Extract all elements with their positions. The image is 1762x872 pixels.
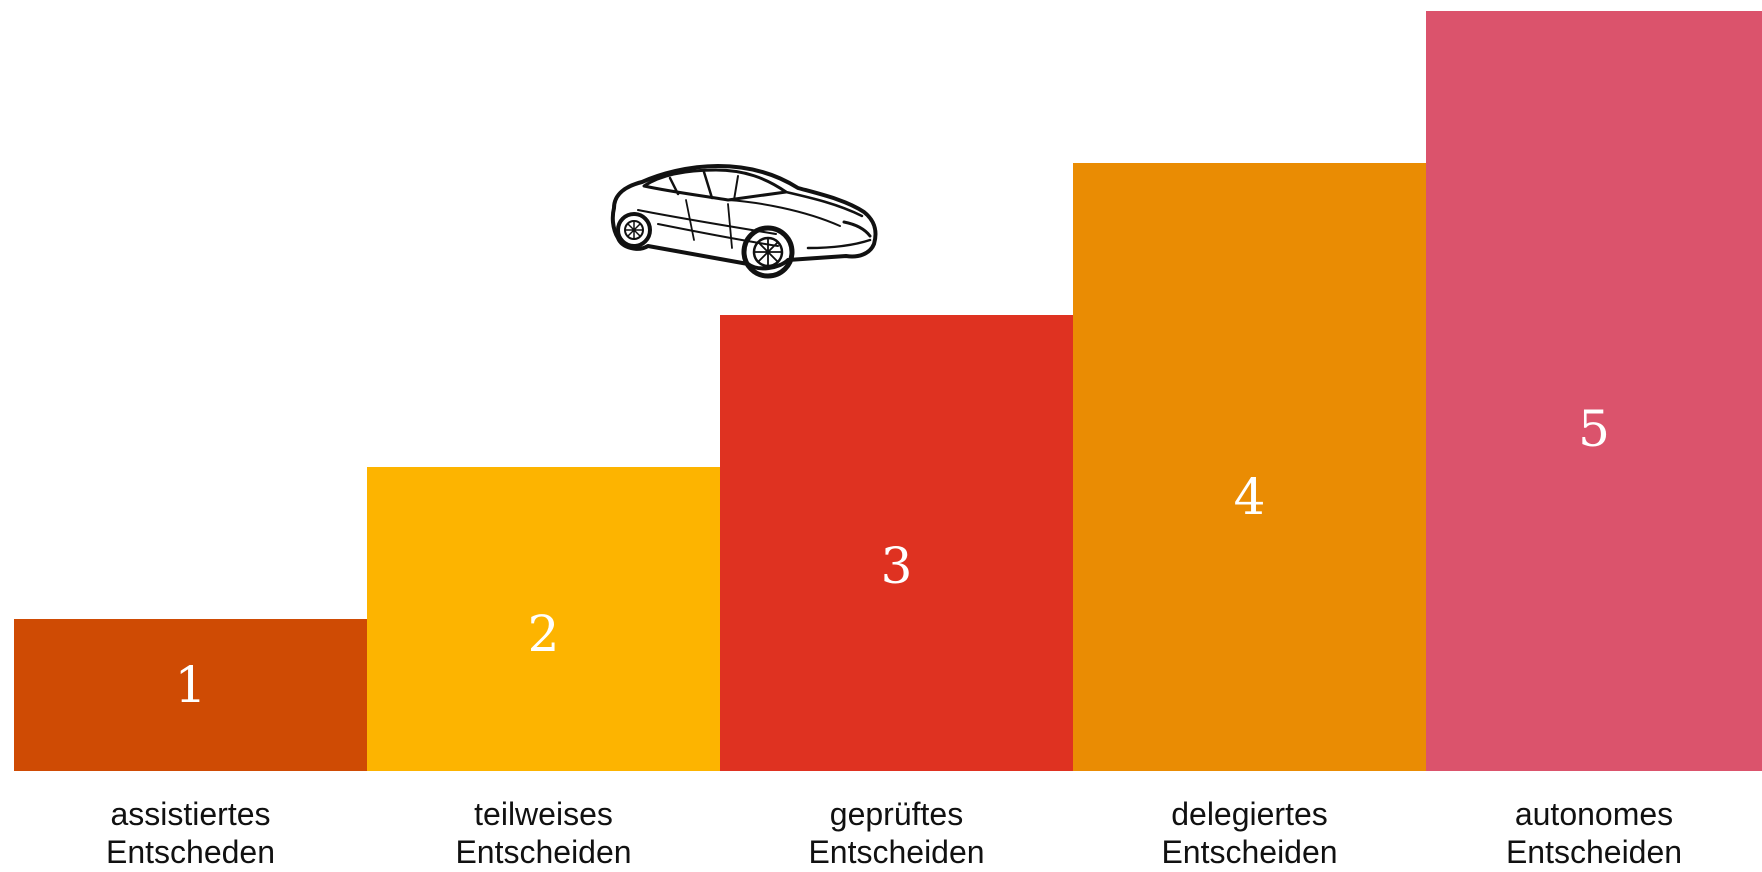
step-label-3-line2: Entscheiden: [808, 834, 985, 870]
step-block-1: 1: [14, 619, 367, 771]
step-block-2: 2: [367, 467, 720, 771]
step-number-4: 4: [1233, 468, 1266, 527]
step-label-2: teilweises Entscheiden: [394, 795, 694, 871]
step-number-5: 5: [1578, 400, 1610, 458]
step-label-2-line1: teilweises: [474, 796, 613, 832]
step-label-5-line2: Entscheiden: [1505, 834, 1683, 870]
step-number-1: 1: [174, 656, 207, 715]
step-label-3-line1: geprüftes: [829, 796, 964, 832]
step-label-4-line1: delegiertes: [1171, 796, 1328, 832]
step-label-1-line2: Entscheden: [105, 834, 275, 870]
step-label-5-line1: autonomes: [1514, 796, 1674, 832]
step-label-2-line2: Entscheiden: [455, 834, 632, 870]
step-label-3: geprüftes Entscheiden: [747, 795, 1047, 871]
step-block-5: 5: [1426, 11, 1762, 771]
car-icon: [610, 164, 878, 279]
step-label-4: delegiertes Entscheiden: [1100, 795, 1400, 871]
step-block-3: 3: [720, 315, 1073, 771]
step-label-1: assistiertes Entscheden: [41, 795, 341, 871]
step-label-5: autonomes Entscheiden: [1444, 795, 1744, 871]
step-block-4: 4: [1073, 163, 1426, 771]
step-label-1-line1: assistiertes: [110, 796, 271, 832]
step-number-2: 2: [527, 605, 560, 664]
step-number-3: 3: [880, 536, 913, 595]
step-label-4-line2: Entscheiden: [1161, 834, 1338, 870]
